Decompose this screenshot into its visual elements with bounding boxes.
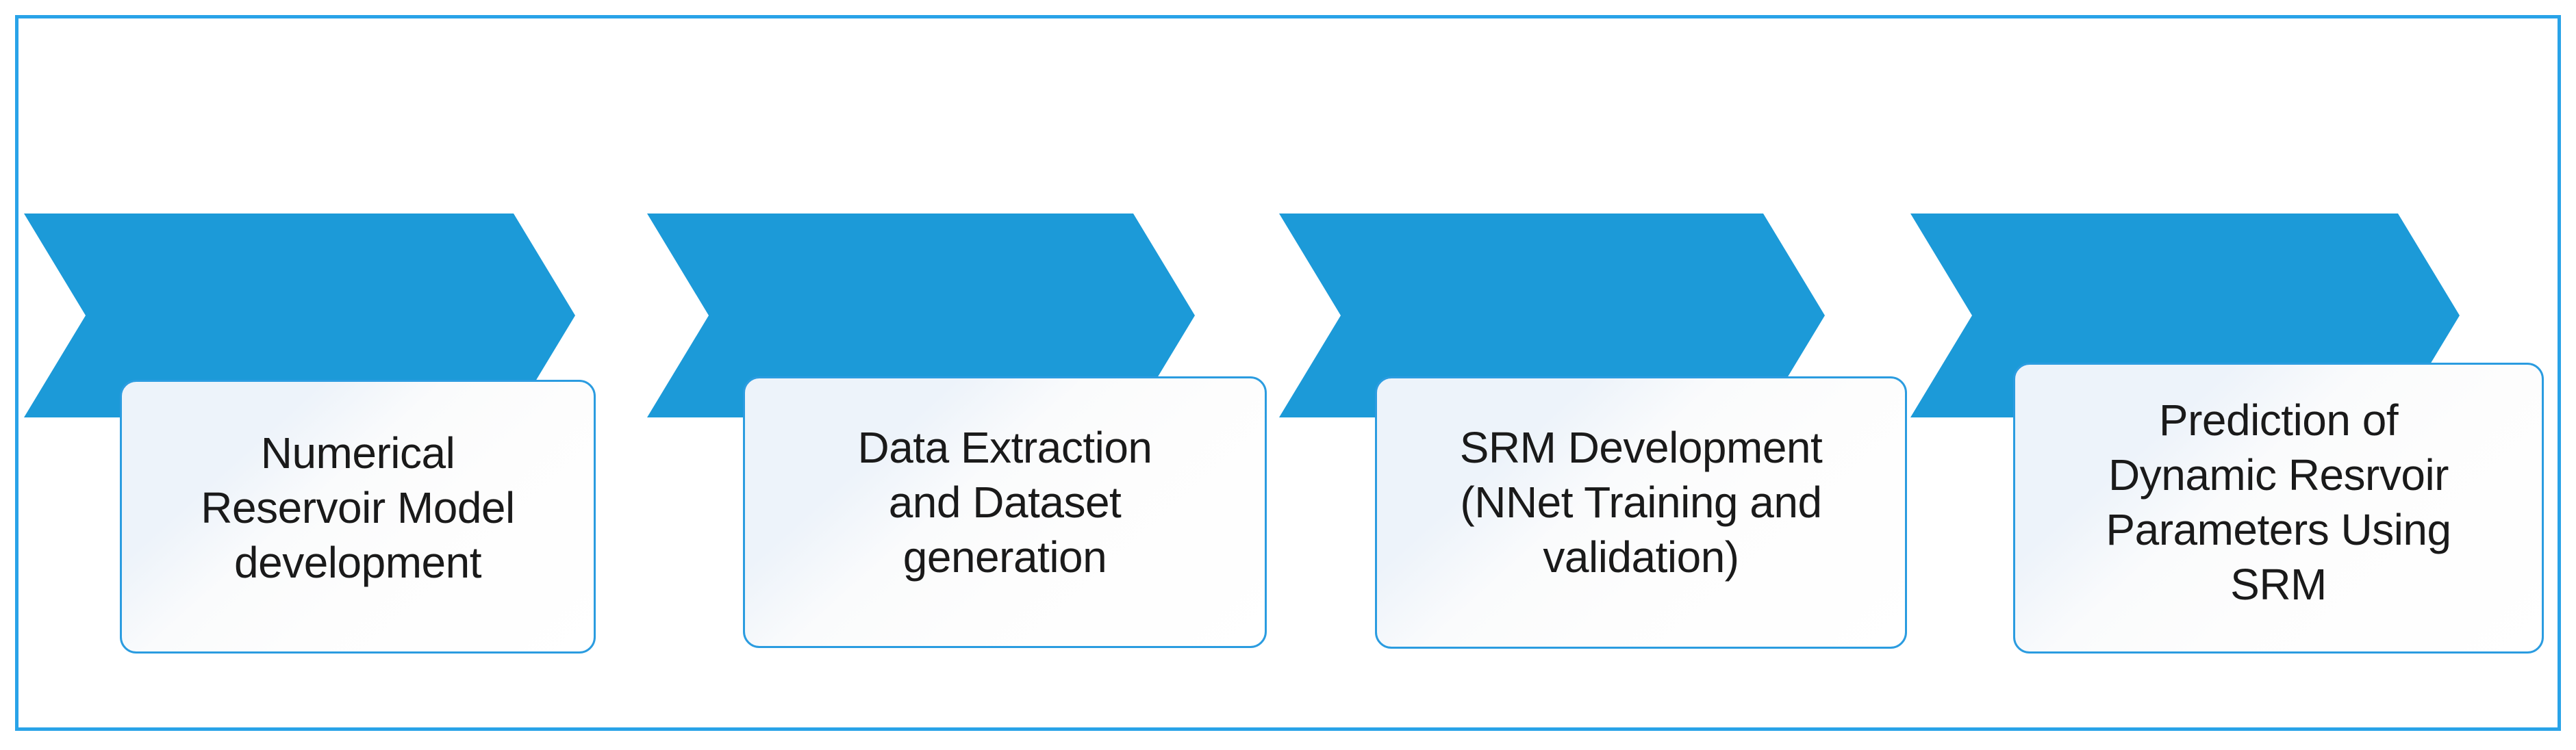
step-card-3: SRM Development (NNet Training and valid… — [1375, 376, 1907, 649]
step-label-3: SRM Development (NNet Training and valid… — [1459, 423, 1823, 582]
step-label-1: Numerical Reservoir Model development — [201, 428, 515, 587]
step-card-2: Data Extraction and Dataset generation — [743, 376, 1267, 648]
step-label-4: Prediction of Dynamic Resrvoir Parameter… — [2106, 395, 2451, 609]
step-card-1: Numerical Reservoir Model development — [120, 380, 596, 654]
step-label-2: Data Extraction and Dataset generation — [857, 422, 1152, 582]
figure-outer-frame — [15, 15, 2561, 731]
step-card-4: Prediction of Dynamic Resrvoir Parameter… — [2013, 363, 2544, 654]
